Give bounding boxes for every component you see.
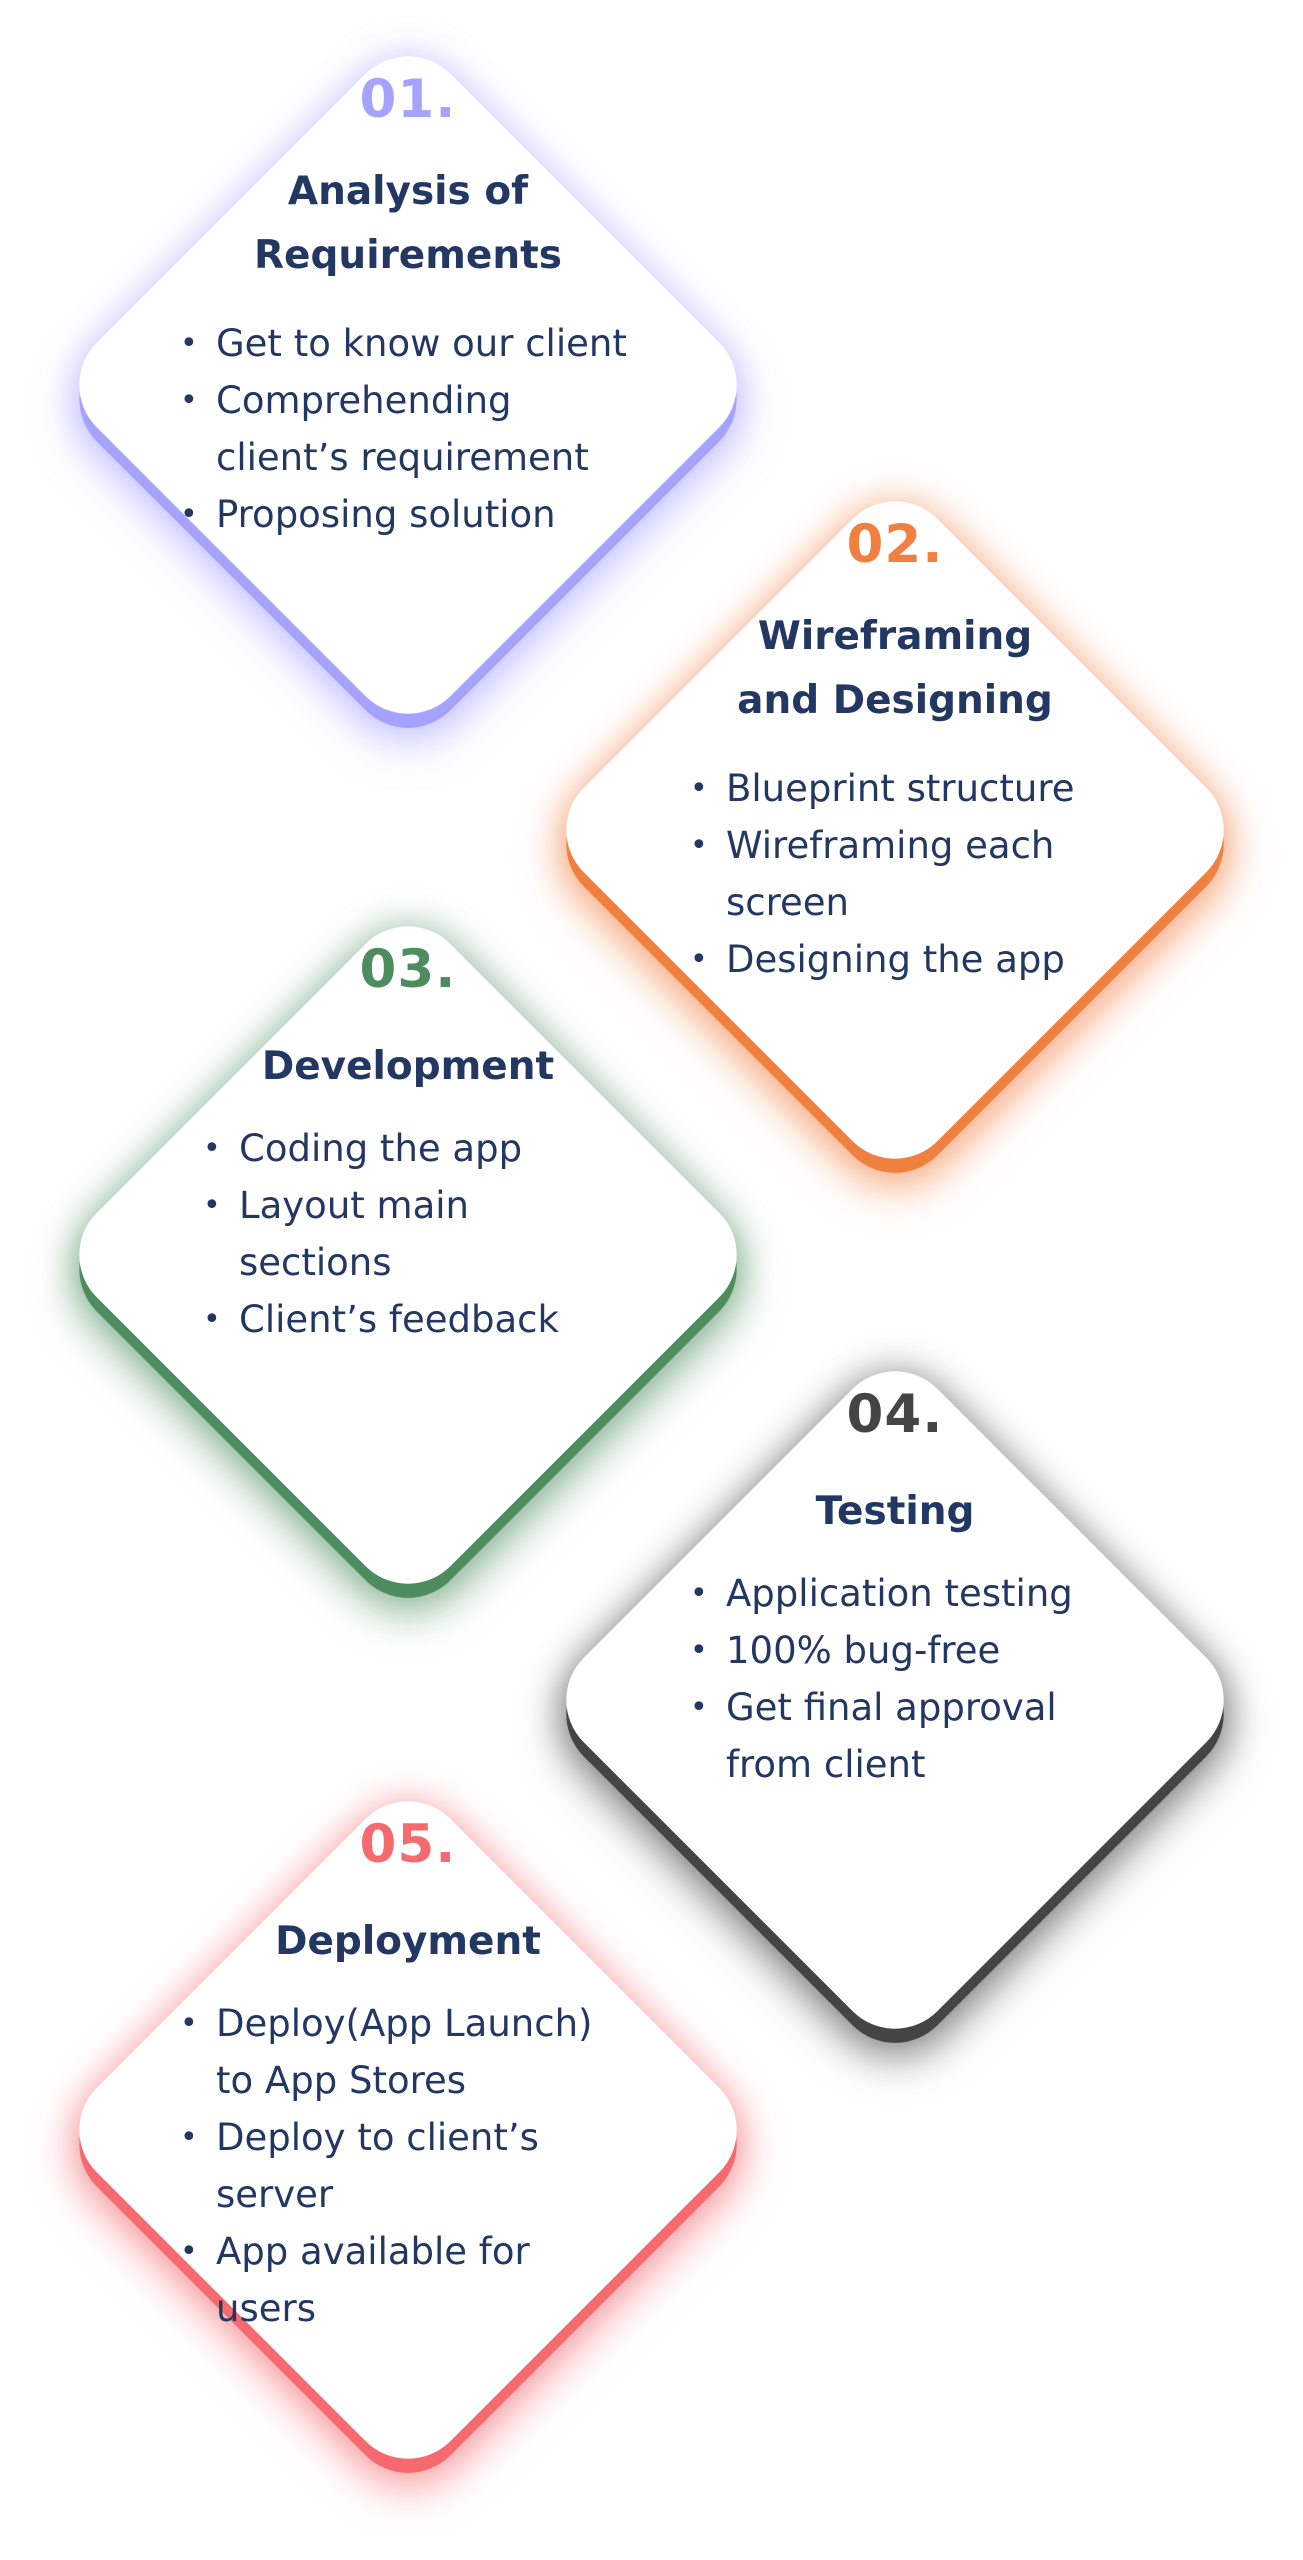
step-title-1: Analysis of Requirements (254, 169, 562, 278)
step-card-2: 02. Wireframing and Designing Blueprint … (540, 475, 1250, 1185)
list-item: 100% bug-free (690, 1622, 1073, 1679)
step-title-5: Deployment (275, 1919, 541, 1964)
list-item: Deploy(App Launch)to App Stores (180, 1995, 592, 2109)
step-card-4: 04. Testing Application testing 100% bug… (540, 1345, 1250, 2055)
step-number-3: 03. (359, 939, 457, 1000)
list-item: Proposing solution (180, 486, 627, 543)
step-items-1: Get to know our client Comprehendingclie… (180, 315, 627, 543)
step-title-2: Wireframing and Designing (737, 614, 1053, 723)
step-card-1: 01. Analysis of Requirements Get to know… (53, 30, 763, 740)
step-card-5: 05. Deployment Deploy(App Launch)to App … (53, 1775, 763, 2485)
list-item: Designing the app (690, 931, 1074, 988)
step-number-4: 04. (846, 1384, 944, 1445)
list-item: Get to know our client (180, 315, 627, 372)
step-title-3: Development (261, 1044, 555, 1089)
step-number-1: 01. (359, 69, 457, 130)
step-number-5: 05. (359, 1814, 457, 1875)
list-item: Blueprint structure (690, 760, 1074, 817)
list-item: Coding the app (203, 1120, 559, 1177)
list-item: Application testing (690, 1565, 1073, 1622)
step-items-4: Application testing 100% bug-free Get fi… (690, 1565, 1073, 1793)
step-card-3: 03. Development Coding the app Layout ma… (53, 900, 763, 1610)
step-title-4: Testing (815, 1489, 975, 1534)
list-item: Client’s feedback (203, 1291, 559, 1348)
step-number-2: 02. (846, 514, 944, 575)
step-items-2: Blueprint structure Wireframing eachscre… (690, 760, 1074, 988)
step-items-5: Deploy(App Launch)to App Stores Deploy t… (180, 1995, 592, 2337)
